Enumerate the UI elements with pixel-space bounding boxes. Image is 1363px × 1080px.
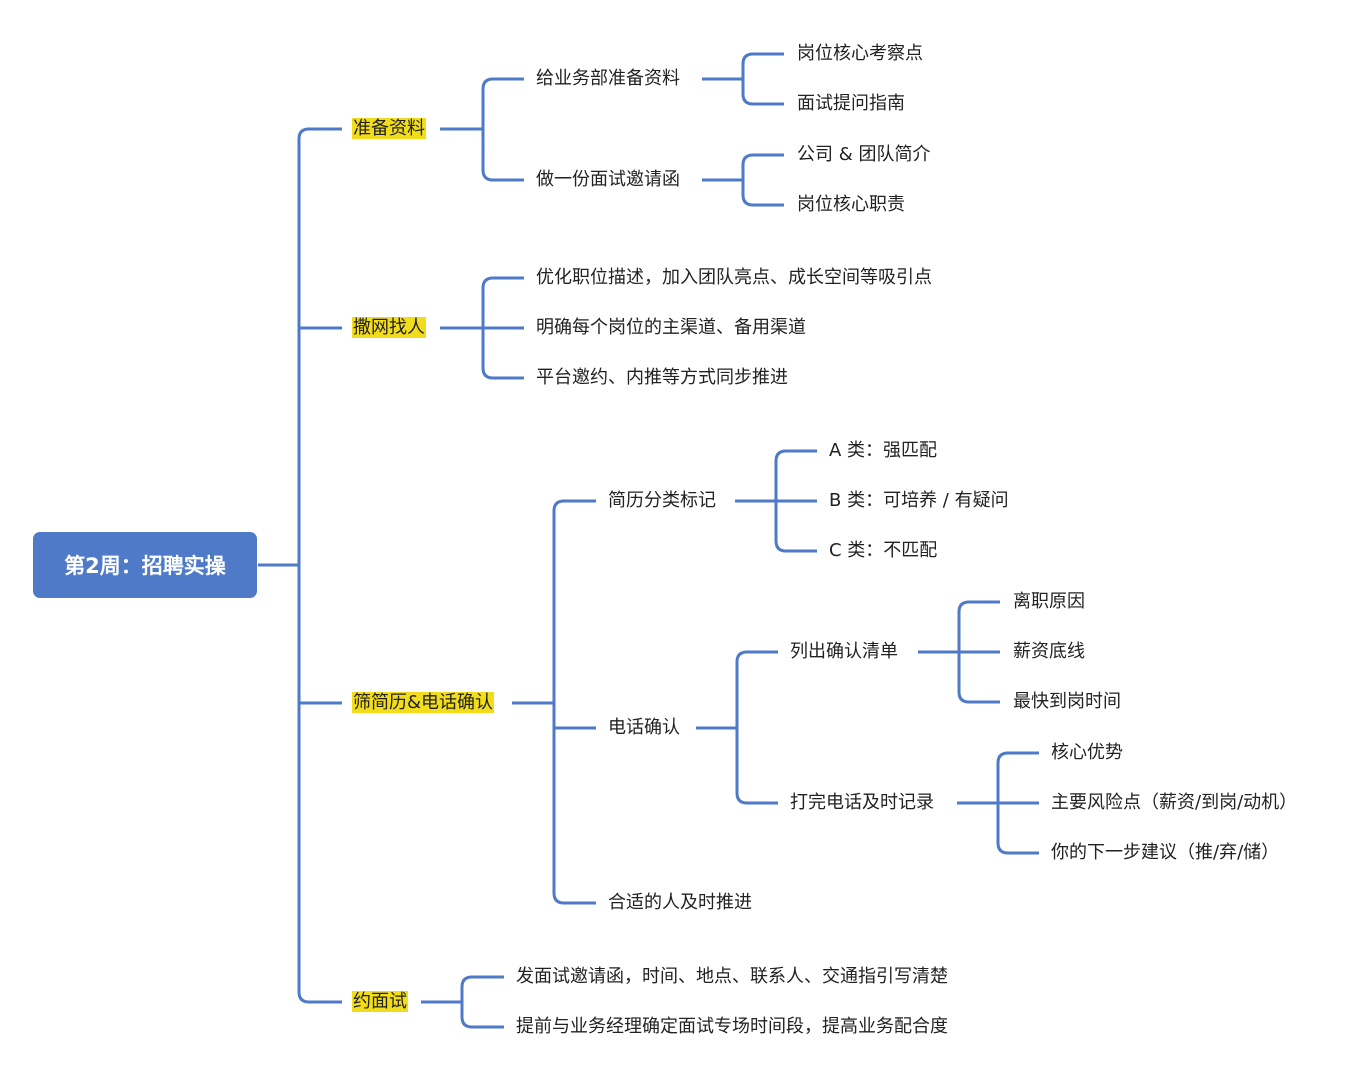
branch-cast-net[interactable]: 撒网找人 [352, 316, 426, 340]
node-record-after-call[interactable]: 打完电话及时记录 [790, 792, 934, 813]
node-prep-for-business[interactable]: 给业务部准备资料 [536, 68, 680, 89]
connector-line [258, 127, 342, 1004]
leaf-node[interactable]: 岗位核心职责 [797, 194, 905, 215]
leaf-node[interactable]: 你的下一步建议（推/弃/储） [1051, 842, 1280, 863]
leaf-node[interactable]: 最快到岗时间 [1013, 691, 1121, 712]
connector-group [957, 751, 1039, 855]
node-checklist[interactable]: 列出确认清单 [790, 641, 898, 662]
leaf-node[interactable]: 面试提问指南 [797, 93, 905, 114]
branch-screen-resume[interactable]: 筛简历&电话确认 [352, 691, 495, 715]
leaf-node[interactable]: 薪资底线 [1013, 641, 1085, 662]
leaf-node[interactable]: 平台邀约、内推等方式同步推进 [536, 367, 788, 388]
leaf-node[interactable]: 合适的人及时推进 [608, 892, 752, 913]
branch-label: 准备资料 [352, 118, 426, 139]
connector-line [440, 77, 524, 182]
connector-line [440, 276, 524, 380]
connector-group [702, 153, 784, 207]
branch-schedule-interview[interactable]: 约面试 [352, 990, 408, 1014]
leaf-node[interactable]: 明确每个岗位的主渠道、备用渠道 [536, 317, 806, 338]
connector-line [421, 975, 504, 1029]
connector-line [918, 600, 1000, 704]
connector-group [258, 127, 342, 1004]
root-node[interactable]: 第2周：招聘实操 [33, 532, 257, 598]
leaf-node[interactable]: 优化职位描述，加入团队亮点、成长空间等吸引点 [536, 267, 932, 288]
leaf-node[interactable]: A 类：强匹配 [829, 440, 938, 461]
leaf-node[interactable]: 主要风险点（薪资/到岗/动机） [1051, 792, 1298, 813]
leaf-node[interactable]: 离职原因 [1013, 591, 1085, 612]
branch-label: 撒网找人 [352, 317, 426, 338]
connector-group [702, 52, 784, 106]
connector-group [696, 650, 778, 805]
leaf-node[interactable]: 提前与业务经理确定面试专场时间段，提高业务配合度 [516, 1016, 948, 1037]
leaf-node[interactable]: C 类：不匹配 [829, 540, 938, 561]
connector-group [440, 77, 524, 182]
connector-line [702, 153, 784, 207]
connector-group [440, 276, 524, 380]
leaf-node[interactable]: B 类：可培养 / 有疑问 [829, 490, 1009, 511]
connector-group [512, 499, 596, 905]
root-label: 第2周：招聘实操 [64, 554, 226, 578]
connector-line [702, 52, 784, 106]
connector-line [696, 650, 778, 805]
leaf-node[interactable]: 岗位核心考察点 [797, 43, 923, 64]
connector-group [918, 600, 1000, 704]
connector-line [735, 449, 817, 553]
leaf-node[interactable]: 公司 & 团队简介 [797, 144, 931, 165]
leaf-node[interactable]: 发面试邀请函，时间、地点、联系人、交通指引写清楚 [516, 966, 948, 987]
node-classify-resumes[interactable]: 简历分类标记 [608, 490, 716, 511]
leaf-node[interactable]: 核心优势 [1051, 742, 1123, 763]
connector-line [957, 751, 1039, 855]
connector-group [735, 449, 817, 553]
node-make-invitation[interactable]: 做一份面试邀请函 [536, 169, 680, 190]
branch-label: 约面试 [352, 991, 408, 1012]
branch-label: 筛简历&电话确认 [352, 692, 495, 713]
connector-group [421, 975, 504, 1029]
node-phone-confirm[interactable]: 电话确认 [608, 717, 680, 738]
branch-prepare-materials[interactable]: 准备资料 [352, 117, 426, 141]
connector-line [512, 499, 596, 905]
